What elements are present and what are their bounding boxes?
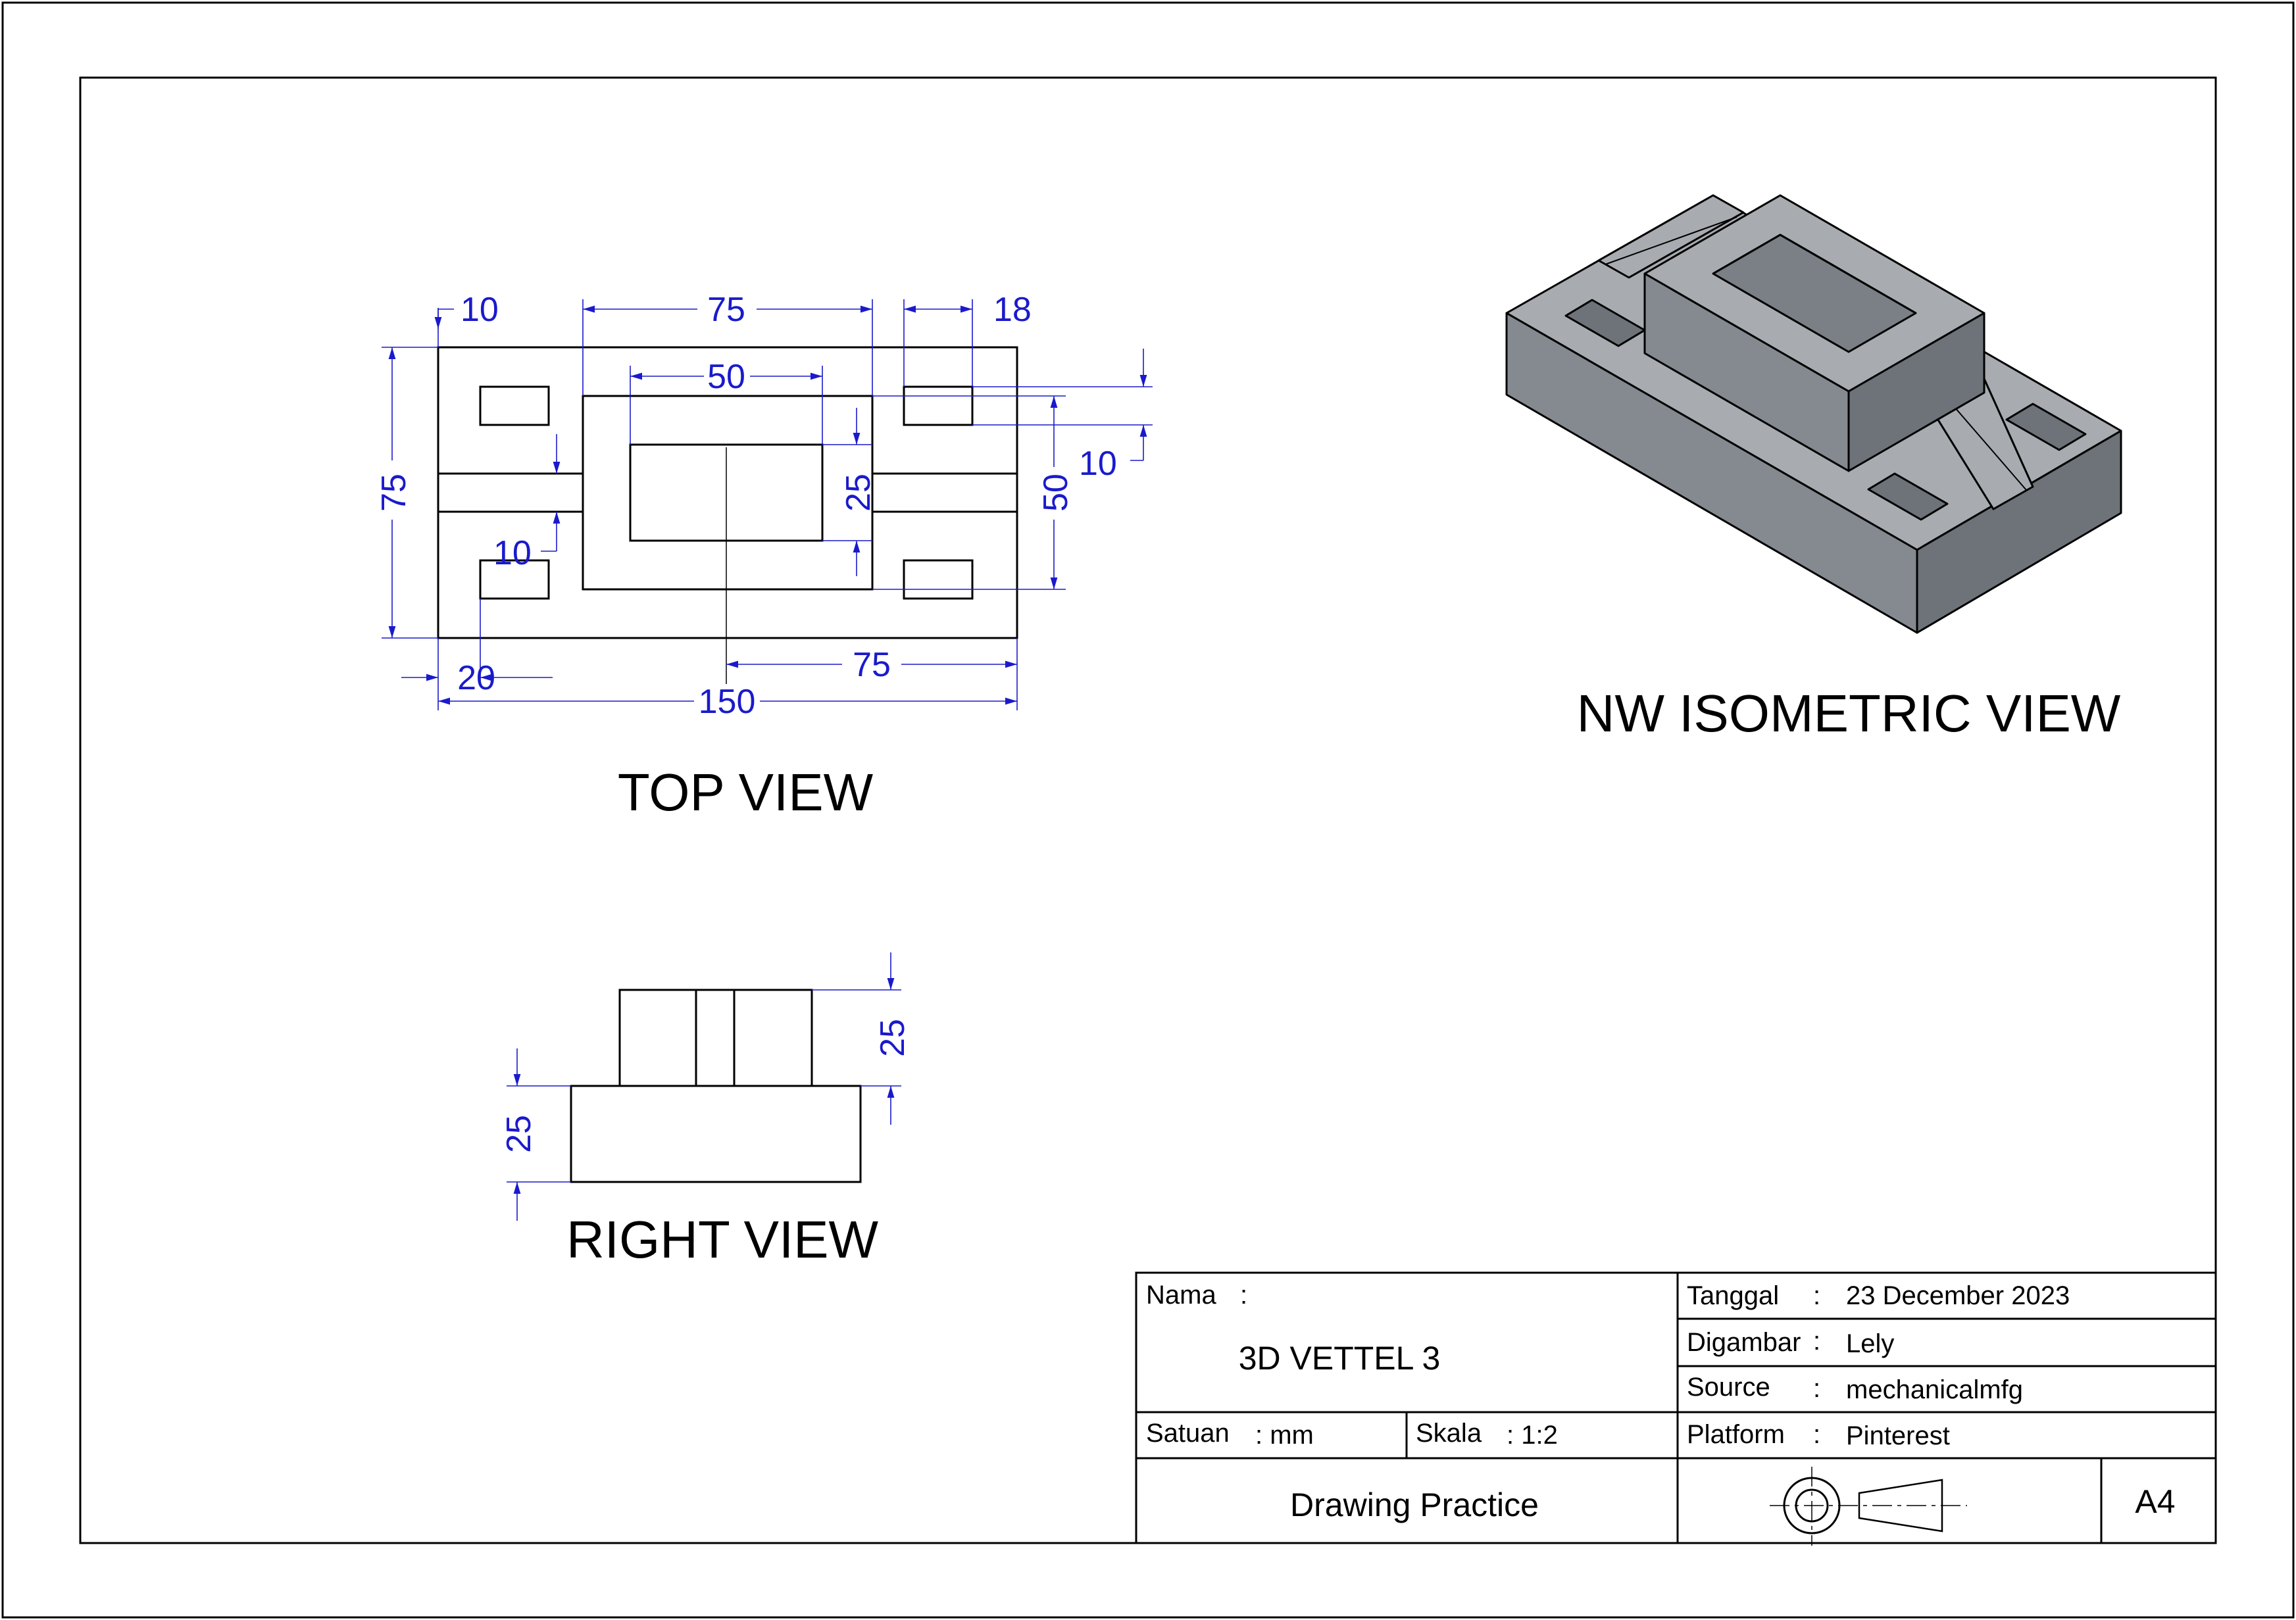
iso-rib-edge bbox=[1605, 216, 1737, 265]
iso-boss-right-face bbox=[1847, 312, 1985, 472]
right-view-dimensions: 25 25 bbox=[500, 952, 912, 1221]
drawing-title: 3D VETTEL 3 bbox=[1239, 1340, 1441, 1377]
isometric-view-label: NW ISOMETRIC VIEW bbox=[1577, 684, 2121, 743]
dim-text: 25 bbox=[500, 1115, 538, 1153]
top-view-dimensions: 10 75 18 50 75 25 50 bbox=[375, 291, 1153, 721]
platform-label: Platform bbox=[1687, 1420, 1785, 1449]
dim-text: 10 bbox=[1079, 445, 1117, 483]
dim-text: 150 bbox=[699, 683, 756, 721]
top-view-slot bbox=[903, 385, 974, 426]
iso-pocket-edge bbox=[1712, 233, 1916, 314]
title-block-frame bbox=[1135, 1271, 2217, 1544]
source-label: Source bbox=[1687, 1373, 1770, 1402]
right-view-base bbox=[570, 1085, 862, 1183]
dim-text: 25 bbox=[839, 474, 878, 512]
iso-slot bbox=[1867, 472, 1949, 521]
iso-base-right-face bbox=[1916, 430, 2122, 634]
dim-text: 25 bbox=[874, 1019, 912, 1057]
digambar-value: Lely bbox=[1846, 1329, 1894, 1358]
top-view-slot bbox=[479, 559, 550, 600]
tanggal-value: 23 December 2023 bbox=[1846, 1281, 2070, 1310]
platform-sep: : bbox=[1813, 1420, 1820, 1449]
dim-text: 18 bbox=[993, 291, 1032, 329]
dim-text: 75 bbox=[707, 291, 745, 329]
paper-size: A4 bbox=[2135, 1483, 2175, 1520]
right-view bbox=[570, 989, 862, 1183]
drawing-practice-label: Drawing Practice bbox=[1290, 1486, 1539, 1523]
top-view-base-outline bbox=[437, 346, 1018, 639]
top-view-slot bbox=[479, 385, 550, 426]
dim-text: 50 bbox=[1037, 474, 1075, 512]
tanggal-sep: : bbox=[1813, 1281, 1820, 1310]
dim-text: 20 bbox=[457, 659, 495, 697]
dim-text: 10 bbox=[461, 291, 499, 329]
satuan-label: Satuan bbox=[1146, 1419, 1230, 1448]
dim-text: 50 bbox=[707, 358, 745, 396]
top-view-slot bbox=[903, 559, 974, 600]
nama-label: Nama bbox=[1146, 1281, 1216, 1310]
isometric-view bbox=[1505, 194, 2122, 634]
right-view-boss bbox=[618, 989, 813, 1087]
right-view-label: RIGHT VIEW bbox=[566, 1210, 879, 1269]
nama-separator: : bbox=[1240, 1281, 1247, 1310]
digambar-label: Digambar bbox=[1687, 1328, 1801, 1357]
skala-value: : 1:2 bbox=[1507, 1421, 1558, 1450]
top-view bbox=[437, 346, 1018, 684]
dim-text: 75 bbox=[375, 474, 413, 512]
projection-symbol-icon bbox=[1770, 1467, 1967, 1546]
source-sep: : bbox=[1813, 1374, 1820, 1403]
top-view-boss-outline bbox=[582, 395, 874, 591]
top-view-label: TOP VIEW bbox=[618, 763, 874, 822]
digambar-sep: : bbox=[1813, 1327, 1820, 1356]
title-block: Nama : 3D VETTEL 3 Satuan : mm Skala : 1… bbox=[1135, 1271, 2217, 1546]
dim-text: 75 bbox=[853, 646, 891, 684]
tanggal-label: Tanggal bbox=[1687, 1281, 1779, 1310]
iso-rib-rear bbox=[1597, 194, 1745, 279]
satuan-value: : mm bbox=[1255, 1421, 1314, 1450]
source-value: mechanicalmfg bbox=[1846, 1375, 2023, 1404]
dim-text: 10 bbox=[493, 534, 532, 572]
skala-label: Skala bbox=[1416, 1419, 1482, 1448]
iso-slot bbox=[2005, 403, 2087, 451]
platform-value: Pinterest bbox=[1846, 1421, 1950, 1450]
